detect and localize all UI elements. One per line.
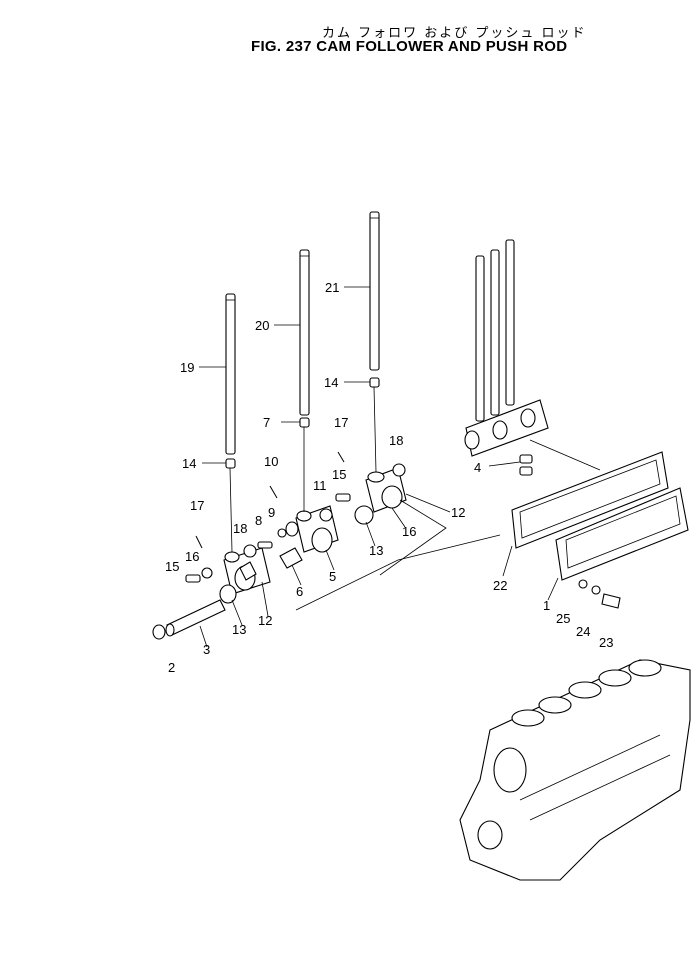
- bushing-6: [279, 547, 303, 569]
- push-rod-19: [225, 293, 236, 455]
- callout-2: 2: [168, 660, 175, 675]
- push-rod-20: [299, 249, 310, 416]
- callout-14-a: 14: [182, 456, 196, 471]
- callout-18-b: 18: [389, 433, 403, 448]
- gasket-22: [511, 451, 669, 549]
- pin-8: [257, 541, 273, 549]
- cap-7: [299, 417, 310, 428]
- cap-14-a: [225, 458, 236, 469]
- callout-6: 6: [296, 584, 303, 599]
- callout-18-a: 18: [233, 521, 247, 536]
- ring-9: [277, 528, 287, 538]
- engine-block: [459, 659, 691, 881]
- assembled-push-rods: [464, 239, 549, 457]
- pin-15-a: [185, 574, 201, 583]
- callout-5: 5: [329, 569, 336, 584]
- spring-pin-17-a: [195, 535, 203, 549]
- callout-9: 9: [268, 505, 275, 520]
- washer-24: [591, 585, 601, 595]
- callout-21: 21: [325, 280, 339, 295]
- bolt-23: [601, 593, 621, 609]
- cover-1: [555, 487, 689, 581]
- callout-12-b: 12: [451, 505, 465, 520]
- callout-22: 22: [493, 578, 507, 593]
- callout-12-a: 12: [258, 613, 272, 628]
- bolt-4: [519, 454, 533, 476]
- push-rod-21: [369, 211, 380, 371]
- callout-15-b: 15: [332, 467, 346, 482]
- callout-10: 10: [264, 454, 278, 469]
- callout-17-a: 17: [190, 498, 204, 513]
- callout-3: 3: [203, 642, 210, 657]
- callout-16-a: 16: [185, 549, 199, 564]
- callout-20: 20: [255, 318, 269, 333]
- callout-14-b: 14: [324, 375, 338, 390]
- spring-pin-10: [269, 485, 278, 499]
- callout-16-b: 16: [402, 524, 416, 539]
- figure-title: FIG. 237 CAM FOLLOWER AND PUSH ROD: [251, 38, 568, 55]
- callout-4: 4: [474, 460, 481, 475]
- bushing-13-a: [219, 584, 237, 604]
- callout-13-b: 13: [369, 543, 383, 558]
- callout-1: 1: [543, 598, 550, 613]
- callout-23: 23: [599, 635, 613, 650]
- washer-18-a: [243, 544, 257, 558]
- pin-15-b: [335, 493, 351, 502]
- washer-16-a: [201, 567, 213, 579]
- callout-7: 7: [263, 415, 270, 430]
- callout-11: 11: [313, 478, 327, 493]
- plug-2: [152, 624, 166, 640]
- washer-25: [578, 579, 588, 589]
- washer-18-b: [392, 463, 406, 477]
- washer-11: [319, 508, 333, 522]
- callout-19: 19: [180, 360, 194, 375]
- figure-title-japanese: カム フォロワ および プッシュ ロッド: [322, 26, 587, 41]
- cam-follower-lower: [223, 547, 271, 595]
- spring-pin-17-b: [337, 451, 345, 463]
- bushing-13-b: [354, 505, 374, 525]
- cap-14-b: [369, 377, 380, 388]
- callout-25: 25: [556, 611, 570, 626]
- callout-8: 8: [255, 513, 262, 528]
- callout-13-a: 13: [232, 622, 246, 637]
- callout-17-b: 17: [334, 415, 348, 430]
- callout-15-a: 15: [165, 559, 179, 574]
- callout-24: 24: [576, 624, 590, 639]
- shaft-3: [165, 599, 226, 637]
